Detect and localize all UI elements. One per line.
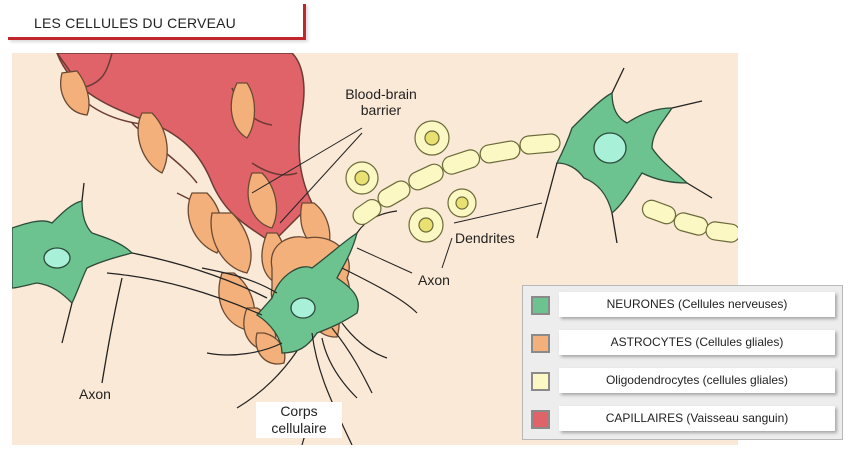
legend-label: Oligodendrocytes (cellules gliales) xyxy=(559,368,835,393)
legend: NEURONES (Cellules nerveuses) ASTROCYTES… xyxy=(522,285,843,440)
axon-right-label: Axon xyxy=(418,272,450,288)
legend-swatch xyxy=(531,296,550,315)
legend-label: NEURONES (Cellules nerveuses) xyxy=(559,292,835,317)
bbb-line1: Blood-brain xyxy=(333,86,429,102)
legend-item-oligodendrocytes: Oligodendrocytes (cellules gliales) xyxy=(523,364,842,398)
legend-item-capillaires: CAPILLAIRES (Vaisseau sanguin) xyxy=(523,402,842,436)
axon-left-label: Axon xyxy=(79,386,111,402)
blood-brain-barrier-label: Blood-brain barrier xyxy=(333,86,429,118)
legend-swatch xyxy=(531,372,550,391)
corps-line1: Corps xyxy=(260,403,338,420)
legend-label: ASTROCYTES (Cellules gliales) xyxy=(559,330,835,355)
corps-cellulaire-label: Corps cellulaire xyxy=(256,402,342,438)
bbb-line2: barrier xyxy=(333,102,429,118)
corps-line2: cellulaire xyxy=(260,420,338,437)
legend-label: CAPILLAIRES (Vaisseau sanguin) xyxy=(559,406,835,431)
legend-swatch xyxy=(531,410,550,429)
legend-item-neurones: NEURONES (Cellules nerveuses) xyxy=(523,288,842,322)
dendrites-label: Dendrites xyxy=(455,230,515,246)
title-box: LES CELLULES DU CERVEAU xyxy=(8,4,306,40)
myelinated-axon xyxy=(350,133,738,243)
diagram-title: LES CELLULES DU CERVEAU xyxy=(34,15,236,31)
legend-swatch xyxy=(531,334,550,353)
legend-item-astrocytes: ASTROCYTES (Cellules gliales) xyxy=(523,326,842,360)
